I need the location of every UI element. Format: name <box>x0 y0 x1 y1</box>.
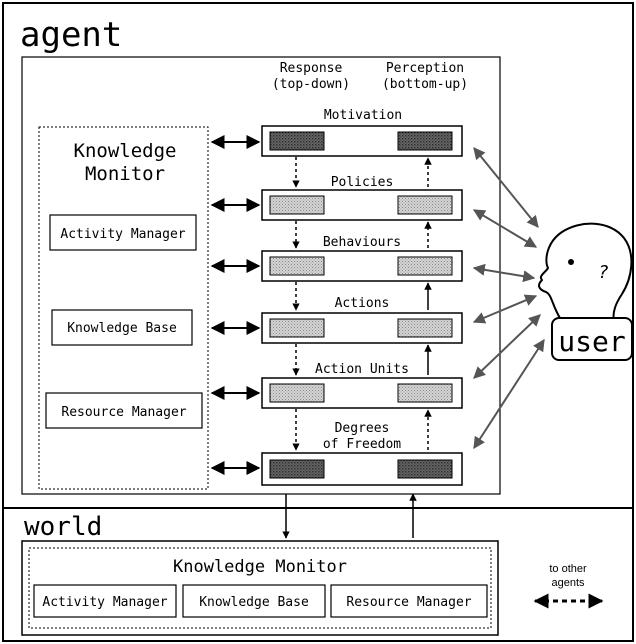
level-box-behaviours <box>261 250 463 282</box>
activity-manager-label: Activity Manager <box>60 227 185 242</box>
world-resource-manager-label: Resource Manager <box>346 595 471 610</box>
world-activity-manager-label: Activity Manager <box>42 595 167 610</box>
world-outer-box <box>21 540 499 636</box>
user-arrows <box>472 147 545 450</box>
agent-monitor-title-1: Knowledge <box>74 140 177 162</box>
agent-knowledge-monitor <box>38 126 209 490</box>
level-box-degrees-of-freedom <box>261 452 463 486</box>
user-head-icon <box>538 222 633 323</box>
agent-monitor-title-2: Monitor <box>85 163 165 185</box>
level-label-behaviours: Behaviours <box>323 235 401 250</box>
level-label-actions: Actions <box>335 296 390 311</box>
world-frame <box>2 507 634 642</box>
resource-manager-box <box>45 392 203 429</box>
level-box-actions <box>261 312 463 344</box>
world-knowledge-base-label: Knowledge Base <box>199 595 309 610</box>
perception-header: Perception <box>386 61 464 76</box>
agent-label: agent <box>20 15 122 55</box>
level-label-policies: Policies <box>331 175 394 190</box>
world-activity-manager-box <box>33 584 177 618</box>
user-question-mark: ? <box>598 262 609 283</box>
user-label: user <box>558 325 625 358</box>
perception-subheader: (bottom-up) <box>382 77 468 92</box>
user-label-box <box>551 317 633 361</box>
level-box-policies <box>261 189 463 221</box>
level-label-degrees: Degrees <box>335 421 390 436</box>
other-agents-label-1: to other <box>549 563 587 575</box>
world-resource-manager-box <box>330 584 488 618</box>
resource-manager-label: Resource Manager <box>61 405 186 420</box>
activity-manager-box <box>49 214 197 251</box>
monitor-level-arrows <box>210 135 261 475</box>
level-label-action-units: Action Units <box>315 362 409 377</box>
level-box-action-units <box>261 377 463 409</box>
response-subheader: (top-down) <box>272 77 350 92</box>
world-knowledge-monitor <box>28 547 492 629</box>
other-agents-label-2: agents <box>551 577 585 589</box>
level-label-of-freedom: of Freedom <box>323 437 401 452</box>
world-monitor-title: Knowledge Monitor <box>173 557 347 577</box>
level-box-motivation <box>261 125 463 157</box>
response-header: Response <box>280 61 343 76</box>
knowledge-base-box <box>51 309 193 346</box>
level-label-motivation: Motivation <box>324 108 402 123</box>
world-label: world <box>24 512 102 542</box>
knowledge-base-label: Knowledge Base <box>67 321 177 336</box>
world-knowledge-base-box <box>182 584 326 618</box>
